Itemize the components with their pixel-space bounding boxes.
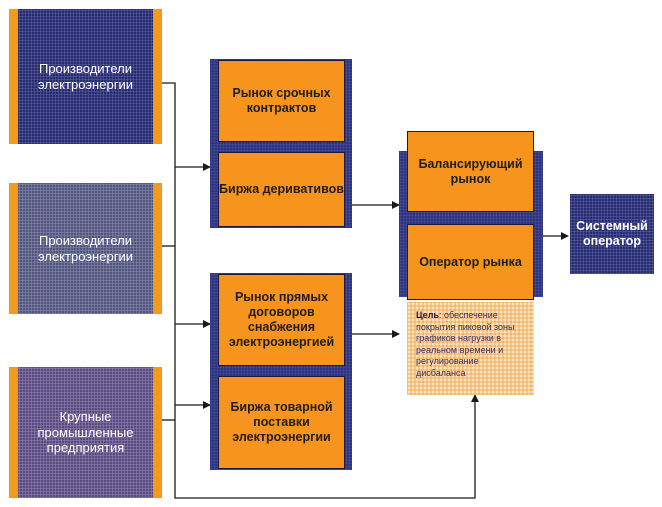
balancing-market-box: Балансирующий рынок: [407, 131, 534, 212]
producers-box-1: Производители электроэнергии: [9, 9, 162, 144]
producers-box-2: Производители электроэнергии: [9, 183, 162, 314]
futures-market-label: Рынок срочных контрактов: [232, 86, 331, 115]
bus-line: [162, 82, 479, 499]
direct-contracts-label: Рынок прямых договоров снабжения электро…: [228, 290, 335, 349]
commodity-exchange-box: Биржа товарной поставки электроэнергии: [218, 376, 345, 469]
derivatives-exchange-label: Биржа деривативов: [219, 182, 344, 196]
goal-note: Цель: обеспечение покрытия пиковой зоны …: [407, 302, 534, 395]
producers-label-1: Производители электроэнергии: [38, 60, 133, 92]
commodity-exchange-label: Биржа товарной поставки электроэнергии: [230, 400, 333, 444]
industrial-box: Крупные промышленные предприятия: [9, 367, 162, 498]
producers-label-2: Производители электроэнергии: [38, 232, 133, 264]
market-operator-label: Оператор рынка: [419, 254, 522, 269]
system-operator-label: Системный оператор: [576, 219, 648, 248]
industrial-label: Крупные промышленные предприятия: [37, 409, 134, 456]
balancing-market-label: Балансирующий рынок: [418, 156, 523, 186]
futures-market-box: Рынок срочных контрактов: [218, 60, 345, 142]
goal-label: Цель: [416, 310, 439, 320]
system-operator-box: Системный оператор: [570, 194, 654, 274]
market-operator-box: Оператор рынка: [407, 224, 534, 300]
derivatives-exchange-box: Биржа деривативов: [218, 152, 345, 227]
direct-contracts-box: Рынок прямых договоров снабжения электро…: [218, 274, 345, 366]
goal-text: : обеспечение покрытия пиковой зоны граф…: [416, 310, 515, 378]
